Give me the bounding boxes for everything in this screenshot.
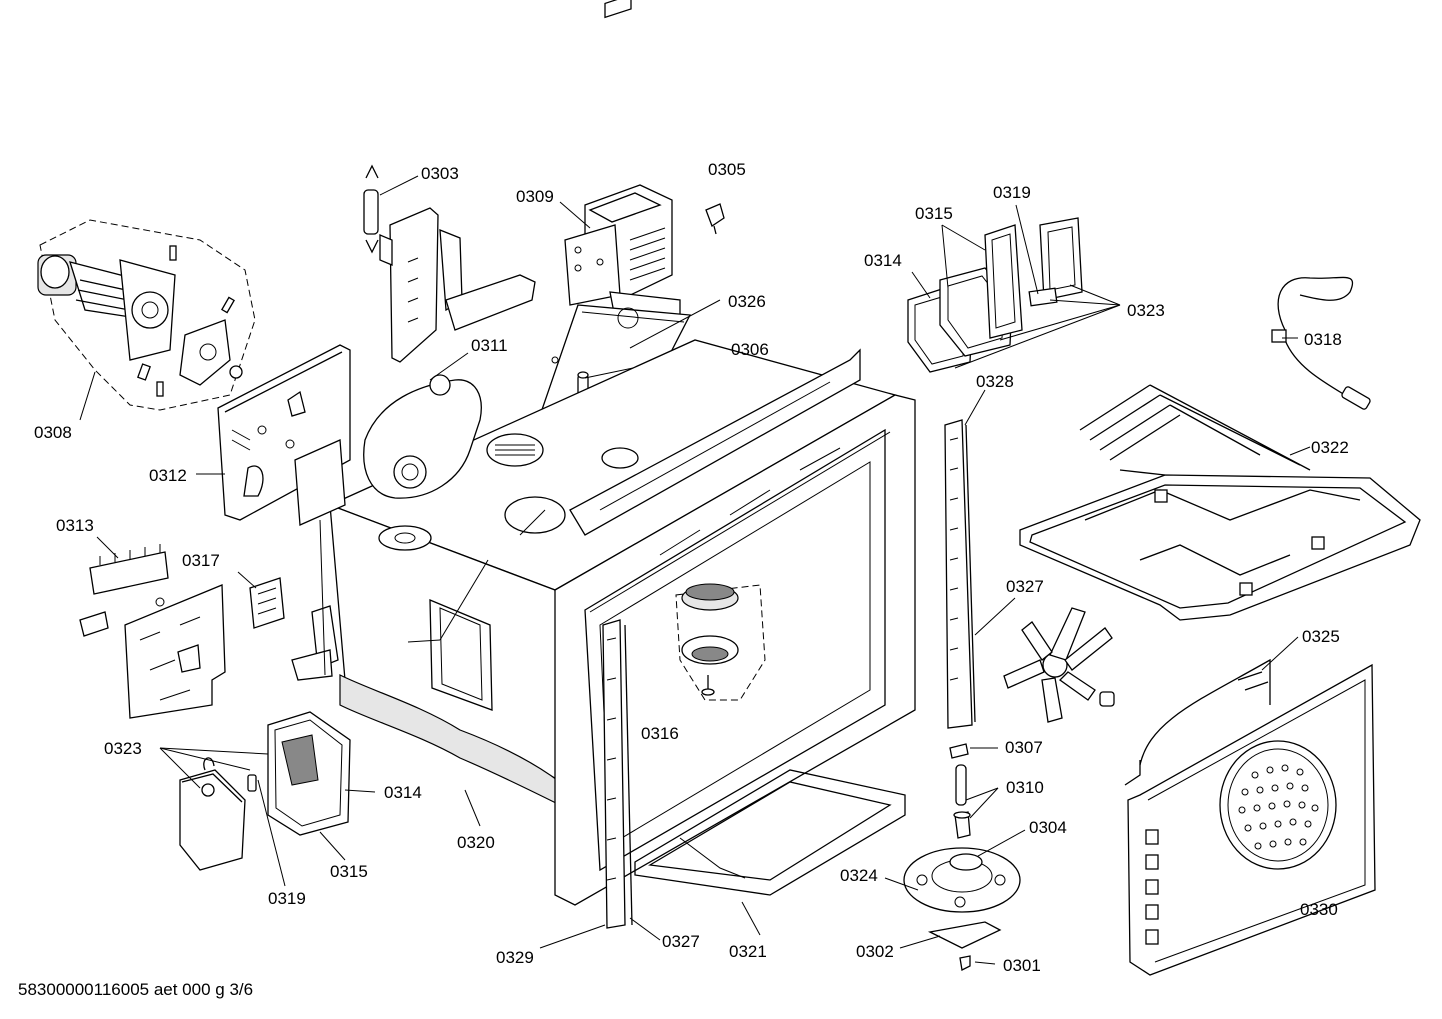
drawing-reference-footer: 58300000116005 aet 000 g 3/6 — [18, 980, 254, 999]
label-0306: 0306 — [731, 340, 769, 359]
label-0311: 0311 — [471, 336, 508, 355]
terminal-block — [79, 544, 169, 637]
label-0323-left: 0323 — [104, 739, 142, 758]
label-0322: 0322 — [1311, 438, 1349, 457]
window-frame-left — [267, 711, 351, 836]
label-0305: 0305 — [708, 160, 746, 179]
hinge-bracket — [363, 164, 536, 363]
label-0313: 0313 — [56, 516, 94, 535]
grill-heater — [1019, 384, 1421, 621]
fan-hub-assembly — [903, 743, 1021, 971]
label-0312: 0312 — [149, 466, 187, 485]
label-0317: 0317 — [182, 551, 220, 570]
label-0302: 0302 — [856, 942, 894, 961]
label-0316: 0316 — [641, 724, 679, 743]
front-seal — [602, 619, 633, 929]
label-0323-right: 0323 — [1127, 301, 1165, 320]
label-0319-top: 0319 — [993, 183, 1031, 202]
label-0315-top: 0315 — [915, 204, 953, 223]
label-0310: 0310 — [1006, 778, 1044, 797]
sensor-housing — [179, 757, 257, 871]
label-0329: 0329 — [496, 948, 534, 967]
label-0321: 0321 — [729, 942, 767, 961]
connector — [249, 577, 285, 629]
clip — [705, 203, 725, 235]
back-cover — [1124, 658, 1376, 976]
temperature-sensor — [1271, 276, 1371, 410]
label-0303: 0303 — [421, 164, 459, 183]
label-0309: 0309 — [516, 187, 554, 206]
label-0314-bottom: 0314 — [384, 783, 422, 802]
label-0328: 0328 — [976, 372, 1014, 391]
magnetron — [564, 0, 681, 321]
label-0315-bottom: 0315 — [330, 862, 368, 881]
label-0308: 0308 — [34, 423, 72, 442]
perforation-pattern — [1238, 764, 1319, 850]
label-0320: 0320 — [457, 833, 495, 852]
pcb-bracket — [124, 584, 226, 719]
label-0324: 0324 — [840, 866, 878, 885]
window-frame-right — [907, 217, 1083, 373]
fan-wheel — [1003, 607, 1115, 723]
oven-cavity — [291, 339, 916, 906]
label-0307: 0307 — [1005, 738, 1043, 757]
label-0318: 0318 — [1304, 330, 1342, 349]
part-labels: 0303 0305 0309 0315 0319 0314 0323 0318 … — [34, 160, 1349, 975]
door-seal — [944, 419, 976, 729]
fan-motor-assembly — [37, 219, 256, 411]
label-0301: 0301 — [1003, 956, 1041, 975]
label-0304: 0304 — [1029, 818, 1067, 837]
label-0319-bottom: 0319 — [268, 889, 306, 908]
label-0330: 0330 — [1300, 900, 1338, 919]
label-0325: 0325 — [1302, 627, 1340, 646]
label-0327-right: 0327 — [1006, 577, 1044, 596]
label-0314-top: 0314 — [864, 251, 902, 270]
bottom-heater — [634, 769, 906, 896]
label-0326: 0326 — [728, 292, 766, 311]
oven-lamp — [675, 583, 766, 701]
label-0327-bottom: 0327 — [662, 932, 700, 951]
